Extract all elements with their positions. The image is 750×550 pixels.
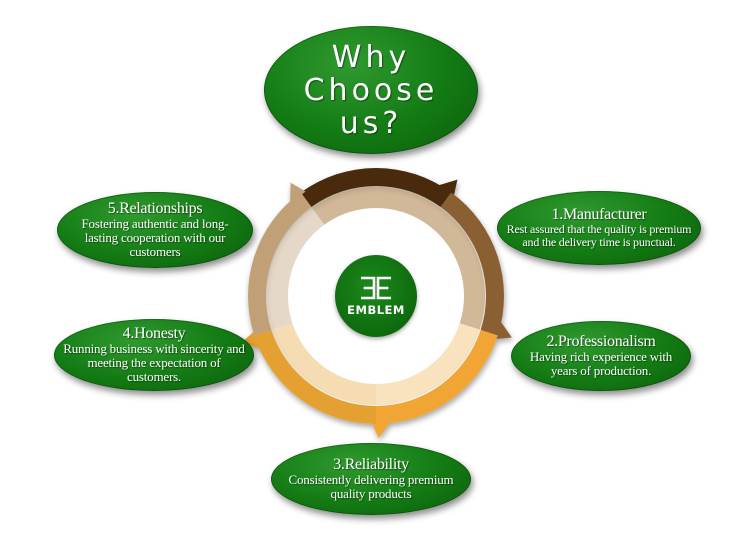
wheel-segment-right-inner [427, 207, 485, 330]
wheel-segment-bottom-right [376, 329, 498, 424]
title-line-1: Why [331, 39, 411, 75]
title-ellipse: Why Choose us? [264, 26, 478, 154]
wheel-segment-right-arrow [494, 320, 512, 340]
wheel-segment-left-arrow [290, 182, 306, 204]
wheel-segment-top [300, 168, 452, 208]
wheel-segment-left [247, 192, 312, 336]
emblem-mark-icon [361, 276, 391, 299]
point-title: 4.Honesty [122, 325, 186, 342]
point-text: Having rich experience with years of pro… [529, 349, 673, 378]
emblem-logo: EMBLEM [335, 255, 417, 337]
title-line-3: us? [339, 105, 403, 141]
point-reliability: 3.Reliability Consistently delivering pr… [271, 443, 471, 515]
wheel-segment-left-inner [267, 207, 325, 330]
wheel-segment-top-inner [311, 187, 441, 225]
wheel-segment-bottom-left-inner [272, 323, 376, 405]
point-relationships: 5.Relationships Fostering authentic and … [57, 192, 253, 268]
point-honesty: 4.Honesty Running business with sincerit… [54, 319, 254, 391]
wheel-segment-top-arrow [437, 179, 458, 197]
point-manufacturer: 1.Manufacturer Rest assured that the qua… [497, 191, 701, 265]
wheel-segment-bottom-right-inner [376, 323, 480, 405]
point-title: 3.Reliability [333, 456, 409, 473]
wheel-segment-right [440, 192, 505, 336]
point-text: Running business with sincerity and meet… [63, 341, 245, 384]
wheel-segment-bottom-left-arrow [241, 330, 262, 350]
wheel-segment-bottom-left [254, 329, 376, 424]
point-text: Rest assured that the quality is premium… [506, 222, 692, 249]
point-title: 2.Professionalism [546, 333, 656, 350]
point-professionalism: 2.Professionalism Having rich experience… [511, 321, 691, 391]
point-text: Fostering authentic and long-lasting coo… [81, 216, 229, 259]
point-title: 5.Relationships [107, 200, 203, 217]
title-line-2: Choose [303, 72, 439, 108]
point-title: 1.Manufacturer [551, 206, 647, 223]
logo-text: EMBLEM [347, 302, 405, 317]
point-text: Consistently delivering premium quality … [288, 472, 454, 501]
wheel-segment-bottom-right-arrow [371, 421, 392, 438]
